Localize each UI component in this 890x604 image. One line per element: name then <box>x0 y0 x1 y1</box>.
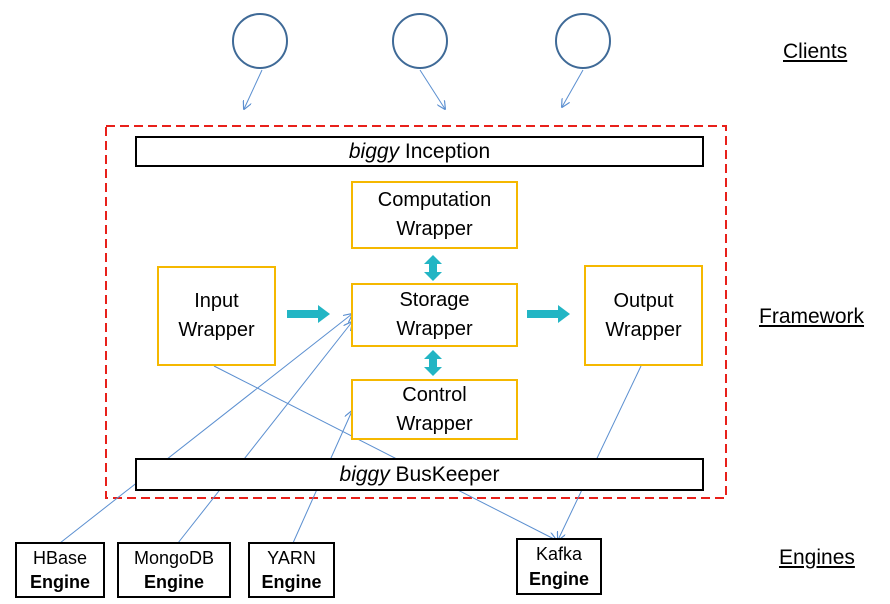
client-2-arrow <box>419 69 445 109</box>
output-wrapper-box: Output Wrapper <box>584 265 703 366</box>
input-wrapper-line1: Input <box>194 290 239 312</box>
yarn-engine-box: YARN Engine <box>248 542 335 598</box>
input-to-kafka-line <box>213 365 556 540</box>
output-to-kafka-line <box>558 365 642 540</box>
client-1-circle <box>232 13 288 69</box>
clients-layer-label: Clients <box>783 40 848 63</box>
yarn-engine-label: Engine <box>261 572 322 592</box>
kafka-engine-box: Kafka Engine <box>516 538 602 595</box>
storage-control-arrow <box>424 350 442 376</box>
inception-emph: biggy <box>348 139 400 163</box>
kafka-engine-label: Engine <box>528 568 589 589</box>
inception-text: Inception <box>399 139 491 163</box>
client-3-circle <box>555 13 611 69</box>
kafka-engine-name: Kafka <box>535 544 583 565</box>
control-wrapper-line1: Control <box>402 383 467 406</box>
client-3-arrow <box>562 69 584 107</box>
storage-to-output-arrow <box>527 305 570 323</box>
client-2-circle <box>392 13 448 69</box>
mongodb-engine-box: MongoDB Engine <box>117 542 231 598</box>
control-wrapper-box: Control Wrapper <box>351 379 518 440</box>
mongodb-engine-label: Engine <box>143 572 204 592</box>
input-to-storage-arrow <box>287 305 330 323</box>
framework-boundary <box>105 125 727 499</box>
engines-layer-label: Engines <box>779 546 855 569</box>
hbase-to-storage-line <box>59 314 352 544</box>
storage-wrapper-line2: Wrapper <box>396 318 473 340</box>
buskeeper-emph: biggy <box>339 462 390 486</box>
computation-storage-arrow <box>424 255 442 281</box>
framework-layer-label: Framework <box>759 305 865 328</box>
control-wrapper-line2: Wrapper <box>396 412 473 435</box>
storage-wrapper-box: Storage Wrapper <box>351 283 518 347</box>
hbase-engine-box: HBase Engine <box>15 542 105 598</box>
computation-wrapper-line2: Wrapper <box>396 218 473 240</box>
yarn-engine-name: YARN <box>267 547 316 568</box>
hbase-engine-label: Engine <box>29 572 90 592</box>
buskeeper-bar: biggy BusKeeper <box>135 458 704 491</box>
inception-bar: biggy Inception <box>135 136 704 167</box>
hbase-engine-name: HBase <box>32 547 88 568</box>
mongodb-engine-name: MongoDB <box>133 547 215 568</box>
client-1-arrow <box>244 69 263 109</box>
input-wrapper-box: Input Wrapper <box>157 266 276 366</box>
output-wrapper-line2: Wrapper <box>605 318 682 341</box>
input-wrapper-line2: Wrapper <box>178 319 255 341</box>
computation-wrapper-box: Computation Wrapper <box>351 181 518 249</box>
computation-wrapper-line1: Computation <box>377 189 492 211</box>
output-wrapper-line1: Output <box>613 289 674 312</box>
mongodb-to-storage-line <box>177 322 352 544</box>
buskeeper-text: BusKeeper <box>389 462 500 486</box>
storage-wrapper-line1: Storage <box>399 289 470 311</box>
